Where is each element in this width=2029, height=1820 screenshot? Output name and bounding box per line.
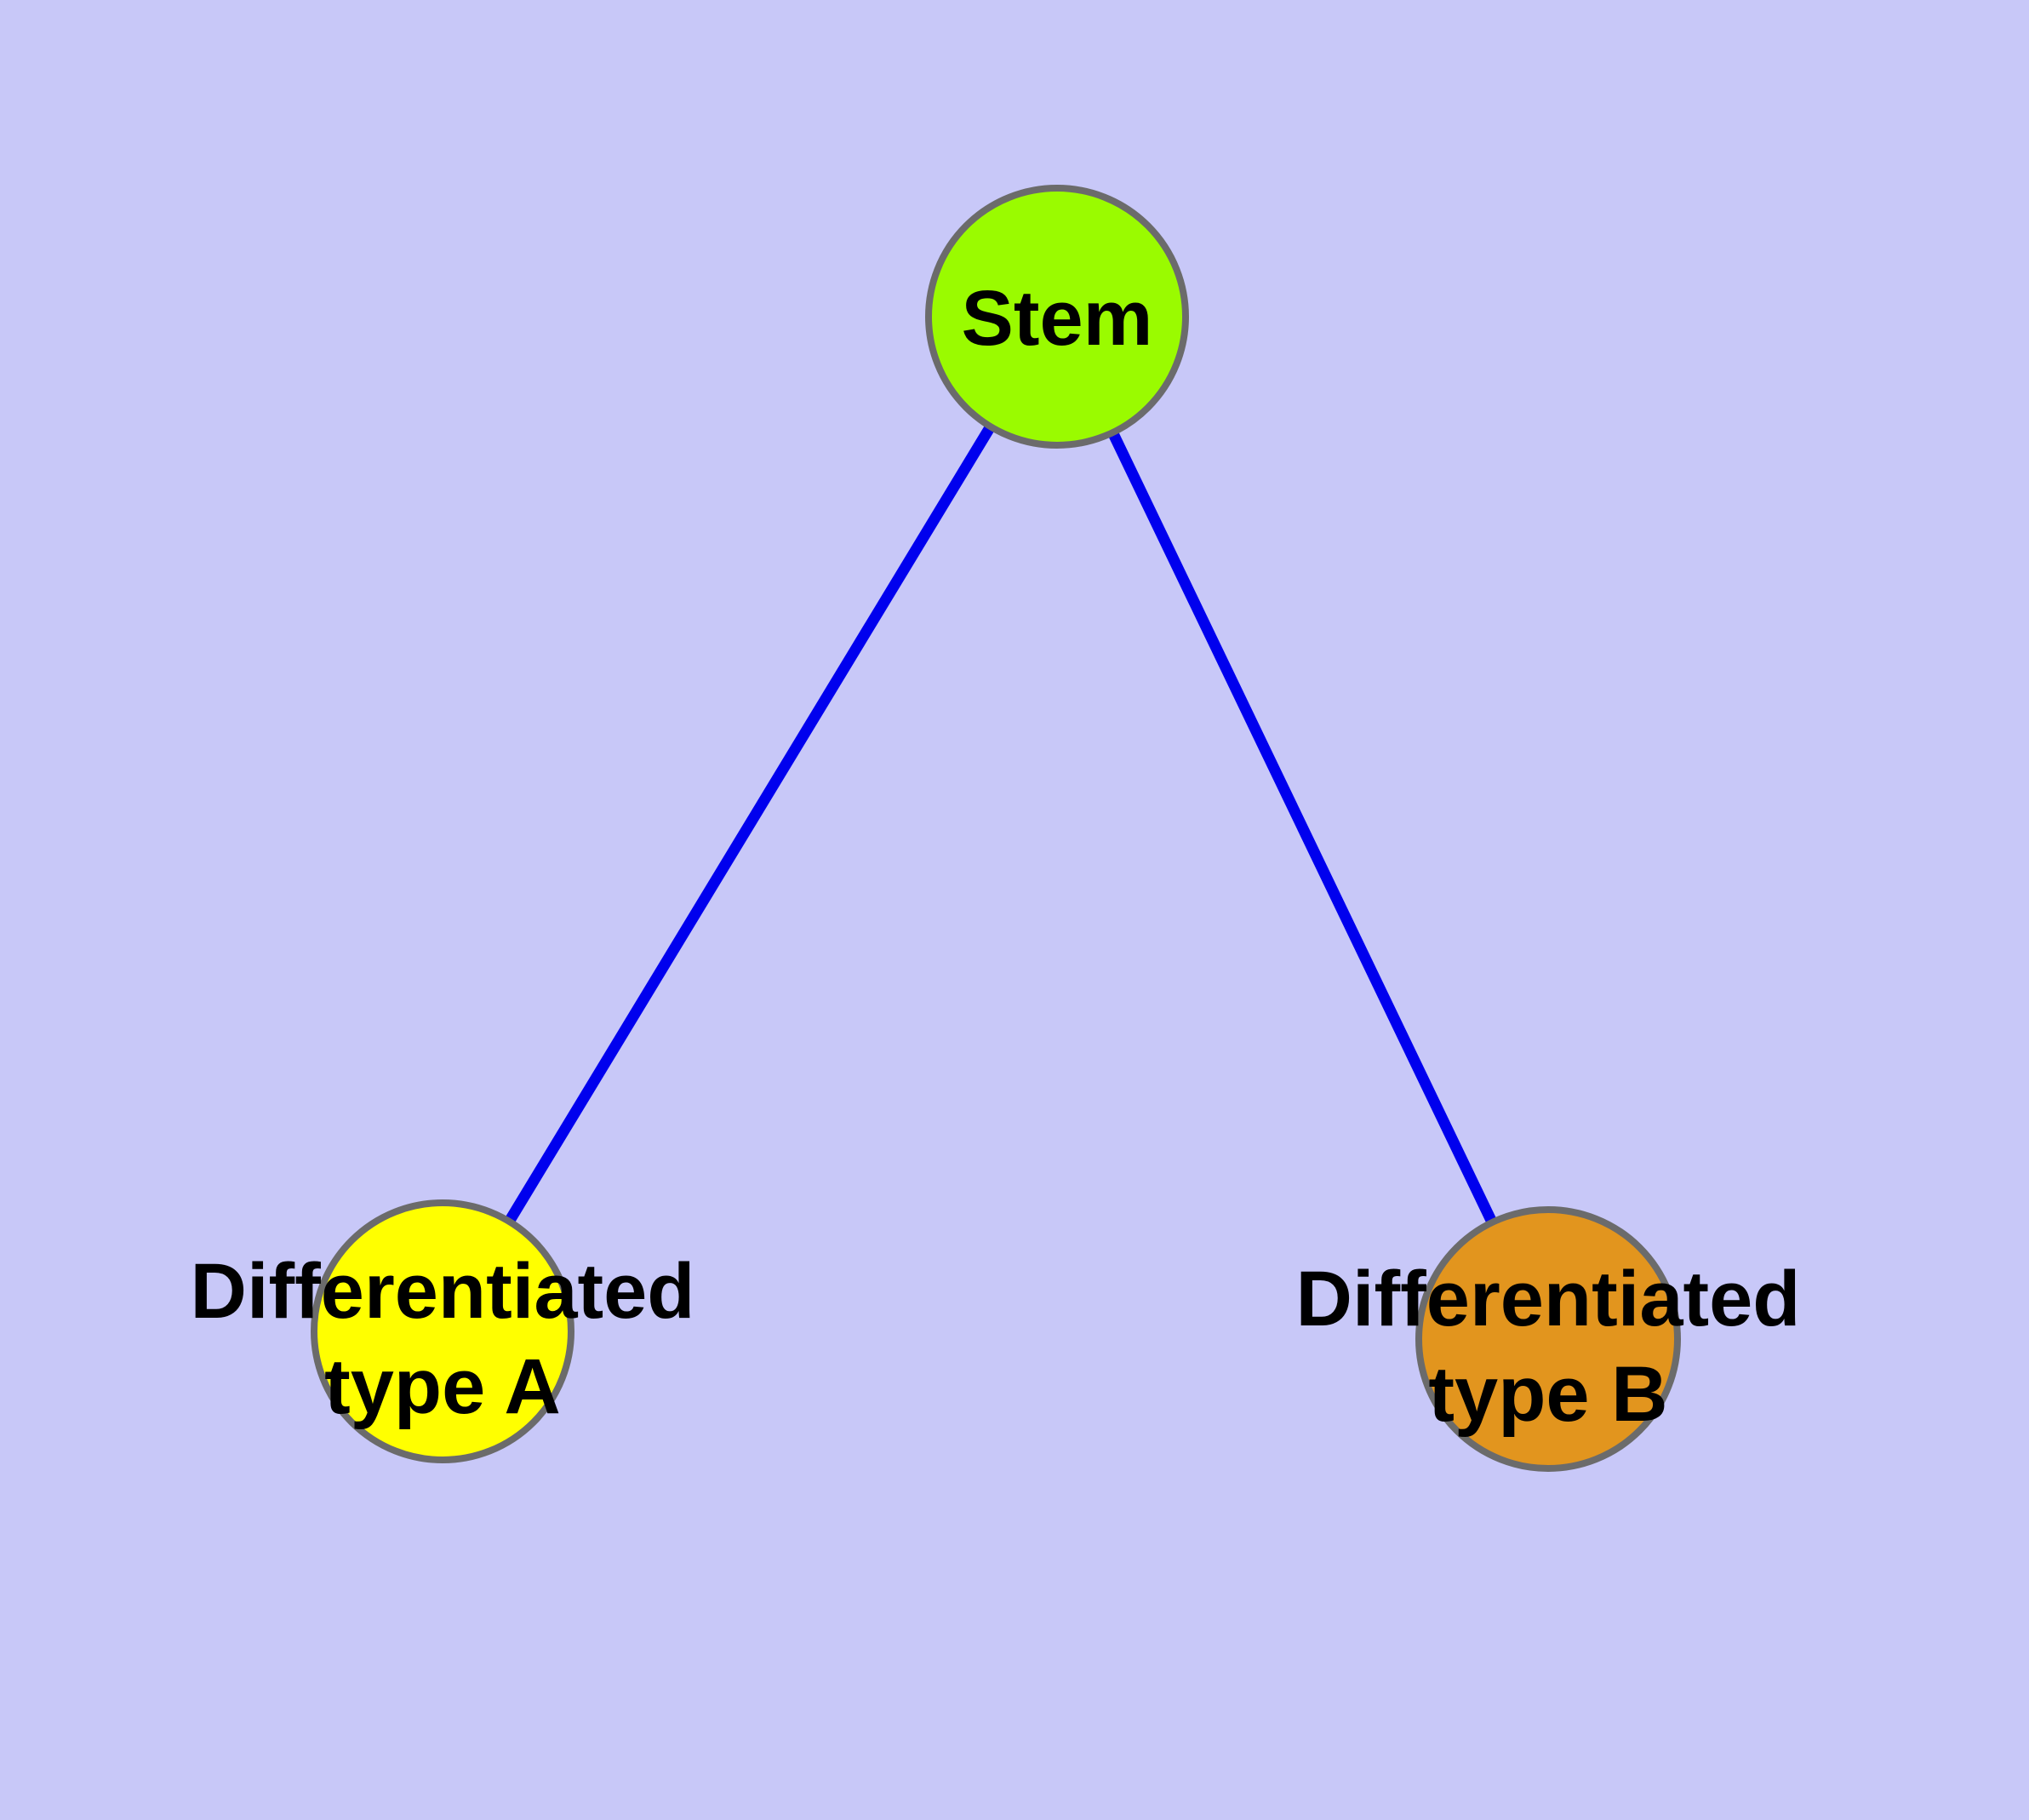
node-type-b-circle <box>1415 1206 1681 1472</box>
node-type-a-circle <box>311 1199 574 1463</box>
node-stem-label-line-1: Stem <box>962 275 1153 362</box>
edge-stem-to-type-b <box>1052 314 1553 1342</box>
node-stem-label: Stem <box>962 275 1153 362</box>
edge-stem-to-type-a <box>437 313 1062 1335</box>
node-type-a-label-line-2: type A <box>324 1343 561 1430</box>
node-type-b-label: Differentiated type B <box>1296 1256 1801 1438</box>
node-stem-circle <box>925 185 1189 449</box>
node-type-b-label-line-2: type B <box>1428 1351 1667 1438</box>
node-type-a-label-line-1: Differentiated <box>191 1248 695 1335</box>
node-type-b-label-line-1: Differentiated <box>1296 1256 1801 1342</box>
